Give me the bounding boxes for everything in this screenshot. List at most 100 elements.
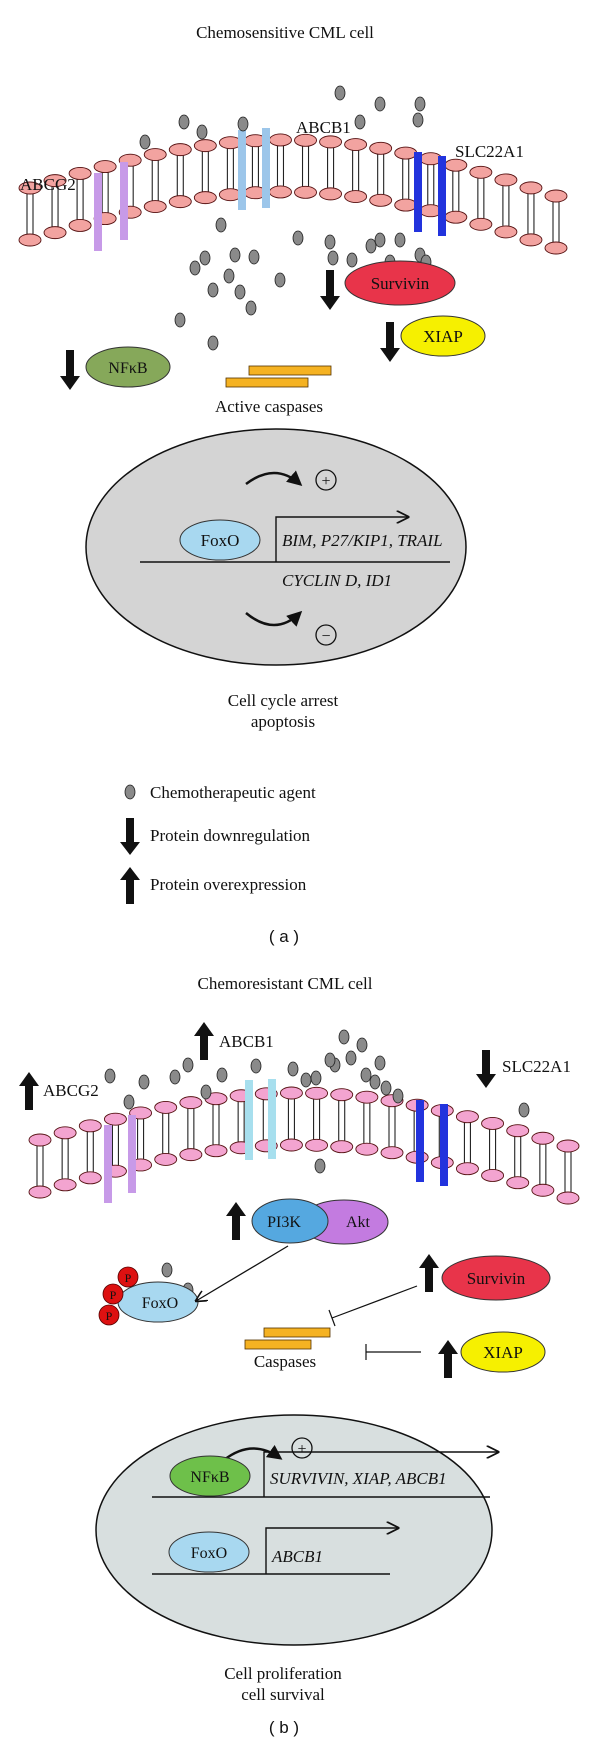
chemo-agent-icon — [237, 116, 249, 132]
slc22a1-transporter-a — [414, 152, 422, 232]
chemo-agent-icon — [334, 85, 346, 101]
nfkb-protein-a — [85, 346, 171, 388]
chemo-agent-icon — [189, 260, 201, 276]
minus-sign-a: − — [321, 628, 330, 645]
abcg2-label-a: ABCG2 — [20, 175, 76, 194]
nfkb-protein-b — [169, 1455, 251, 1497]
lipid-head — [455, 1162, 479, 1176]
upregulated-genes-a: BIM, P27/KIP1, TRAIL — [282, 531, 443, 550]
chemo-agent-icon — [174, 312, 186, 328]
activation-arc-b — [223, 1444, 283, 1461]
chemo-agent-icon — [124, 784, 136, 800]
lipid-head — [18, 233, 42, 247]
foxo-protein-a — [179, 519, 261, 561]
down-arrow-icon — [60, 350, 80, 390]
chemo-agent-icon — [392, 1088, 404, 1104]
lipid-head — [330, 1140, 354, 1154]
panel-a-caption: ( a ) — [269, 927, 299, 946]
chemo-agent-icon — [248, 249, 260, 265]
legend-downregulation: Protein downregulation — [150, 826, 311, 845]
lipid-head — [344, 138, 368, 151]
phosphate-label: P — [110, 1288, 117, 1302]
transcription-arrow-b1 — [263, 1452, 498, 1497]
abcb1-transporter-b — [268, 1079, 276, 1159]
chemo-agent-icon — [374, 232, 386, 248]
transcription-arrow-a — [275, 517, 408, 562]
survivin-label-a: Survivin — [371, 274, 430, 293]
lipid-head — [28, 1185, 52, 1199]
chemo-agent-icon — [356, 1037, 368, 1053]
abcg2-transporter-b — [128, 1115, 136, 1193]
abcb1-label-a: ABCB1 — [296, 118, 351, 137]
nfkb-target-genes: SURVIVIN, XIAP, ABCB1 — [270, 1469, 447, 1488]
lipid-head — [78, 1171, 102, 1185]
phosphate-icon — [98, 1304, 120, 1326]
lipid-head — [168, 195, 192, 209]
up-arrow-icon — [419, 1254, 439, 1292]
lipid-head — [53, 1178, 77, 1192]
lipid-head — [494, 173, 518, 187]
lipid-head — [355, 1142, 379, 1156]
chemo-agent-icon — [412, 112, 424, 128]
down-arrow-icon — [120, 818, 140, 855]
lipid-head — [380, 1146, 404, 1160]
chemo-agent-icon — [314, 1158, 326, 1174]
slc22a1-transporter-a — [438, 156, 446, 236]
chemo-agent-icon — [200, 1084, 212, 1100]
lipid-head — [68, 166, 92, 180]
outcome-b-line1: Cell proliferation — [224, 1664, 342, 1683]
lipid-head — [294, 185, 317, 199]
slc22a1-label-a: SLC22A1 — [455, 142, 524, 161]
lipid-head — [319, 135, 343, 149]
chemo-agent-icon — [234, 284, 246, 300]
chemo-agent-icon — [292, 230, 304, 246]
lipid-head — [269, 185, 292, 199]
chemo-agent-icon — [104, 1068, 116, 1084]
up-arrow-icon — [226, 1202, 246, 1240]
lipid-head — [305, 1138, 329, 1152]
lipid-head — [369, 141, 393, 155]
up-arrow-icon — [438, 1340, 458, 1378]
lipid-head — [519, 181, 543, 195]
chemo-agent-icon — [274, 272, 286, 288]
lipid-head — [143, 200, 167, 213]
chemo-agent-icon — [324, 234, 336, 250]
lipid-head — [168, 143, 192, 157]
active-caspases-label: Active caspases — [215, 397, 323, 416]
chemo-agent-icon — [345, 1050, 357, 1066]
abcb1-transporter-a — [262, 128, 270, 208]
survivin-protein-b — [441, 1255, 551, 1301]
lipid-head — [103, 1112, 127, 1126]
chemo-agents-a — [139, 85, 432, 351]
chemo-agent-icon — [327, 250, 339, 266]
xiap-label-b: XIAP — [483, 1343, 523, 1362]
legend: Chemotherapeutic agent Protein downregul… — [120, 783, 316, 904]
pi3k-label: PI3K — [267, 1214, 301, 1231]
outcome-a-line1: Cell cycle arrest — [228, 691, 339, 710]
caspase-bar — [225, 377, 309, 388]
chemo-agent-icon — [374, 96, 386, 112]
foxo-label-b2: FoxO — [191, 1545, 227, 1562]
lipid-head — [204, 1144, 228, 1158]
slc22a1-label-b: SLC22A1 — [502, 1057, 571, 1076]
chemo-agent-icon — [354, 114, 366, 130]
nucleus-b — [95, 1414, 493, 1646]
chemo-agent-icon — [178, 114, 190, 130]
lipid-head — [506, 1124, 530, 1138]
chemo-agent-icon — [338, 1029, 350, 1045]
chemo-agent-icon — [369, 1074, 381, 1090]
chemo-agent-icon — [300, 1072, 312, 1088]
chemo-agent-icon — [250, 1058, 262, 1074]
chemo-agent-icon — [138, 1074, 150, 1090]
chemo-agent-icon — [380, 1080, 392, 1096]
slc22a1-transporter-b — [416, 1100, 424, 1182]
minus-icon — [315, 624, 337, 646]
lipid-head — [455, 1110, 479, 1124]
panel-a-title: Chemosensitive CML cell — [196, 23, 374, 42]
outcome-a-line2: apoptosis — [251, 712, 315, 731]
caspase-bar — [244, 1339, 312, 1350]
akt-to-foxo-arrow — [196, 1245, 289, 1301]
lipid-head — [556, 1139, 580, 1153]
xiap-protein-b — [460, 1331, 546, 1373]
lipid-head — [93, 160, 117, 174]
